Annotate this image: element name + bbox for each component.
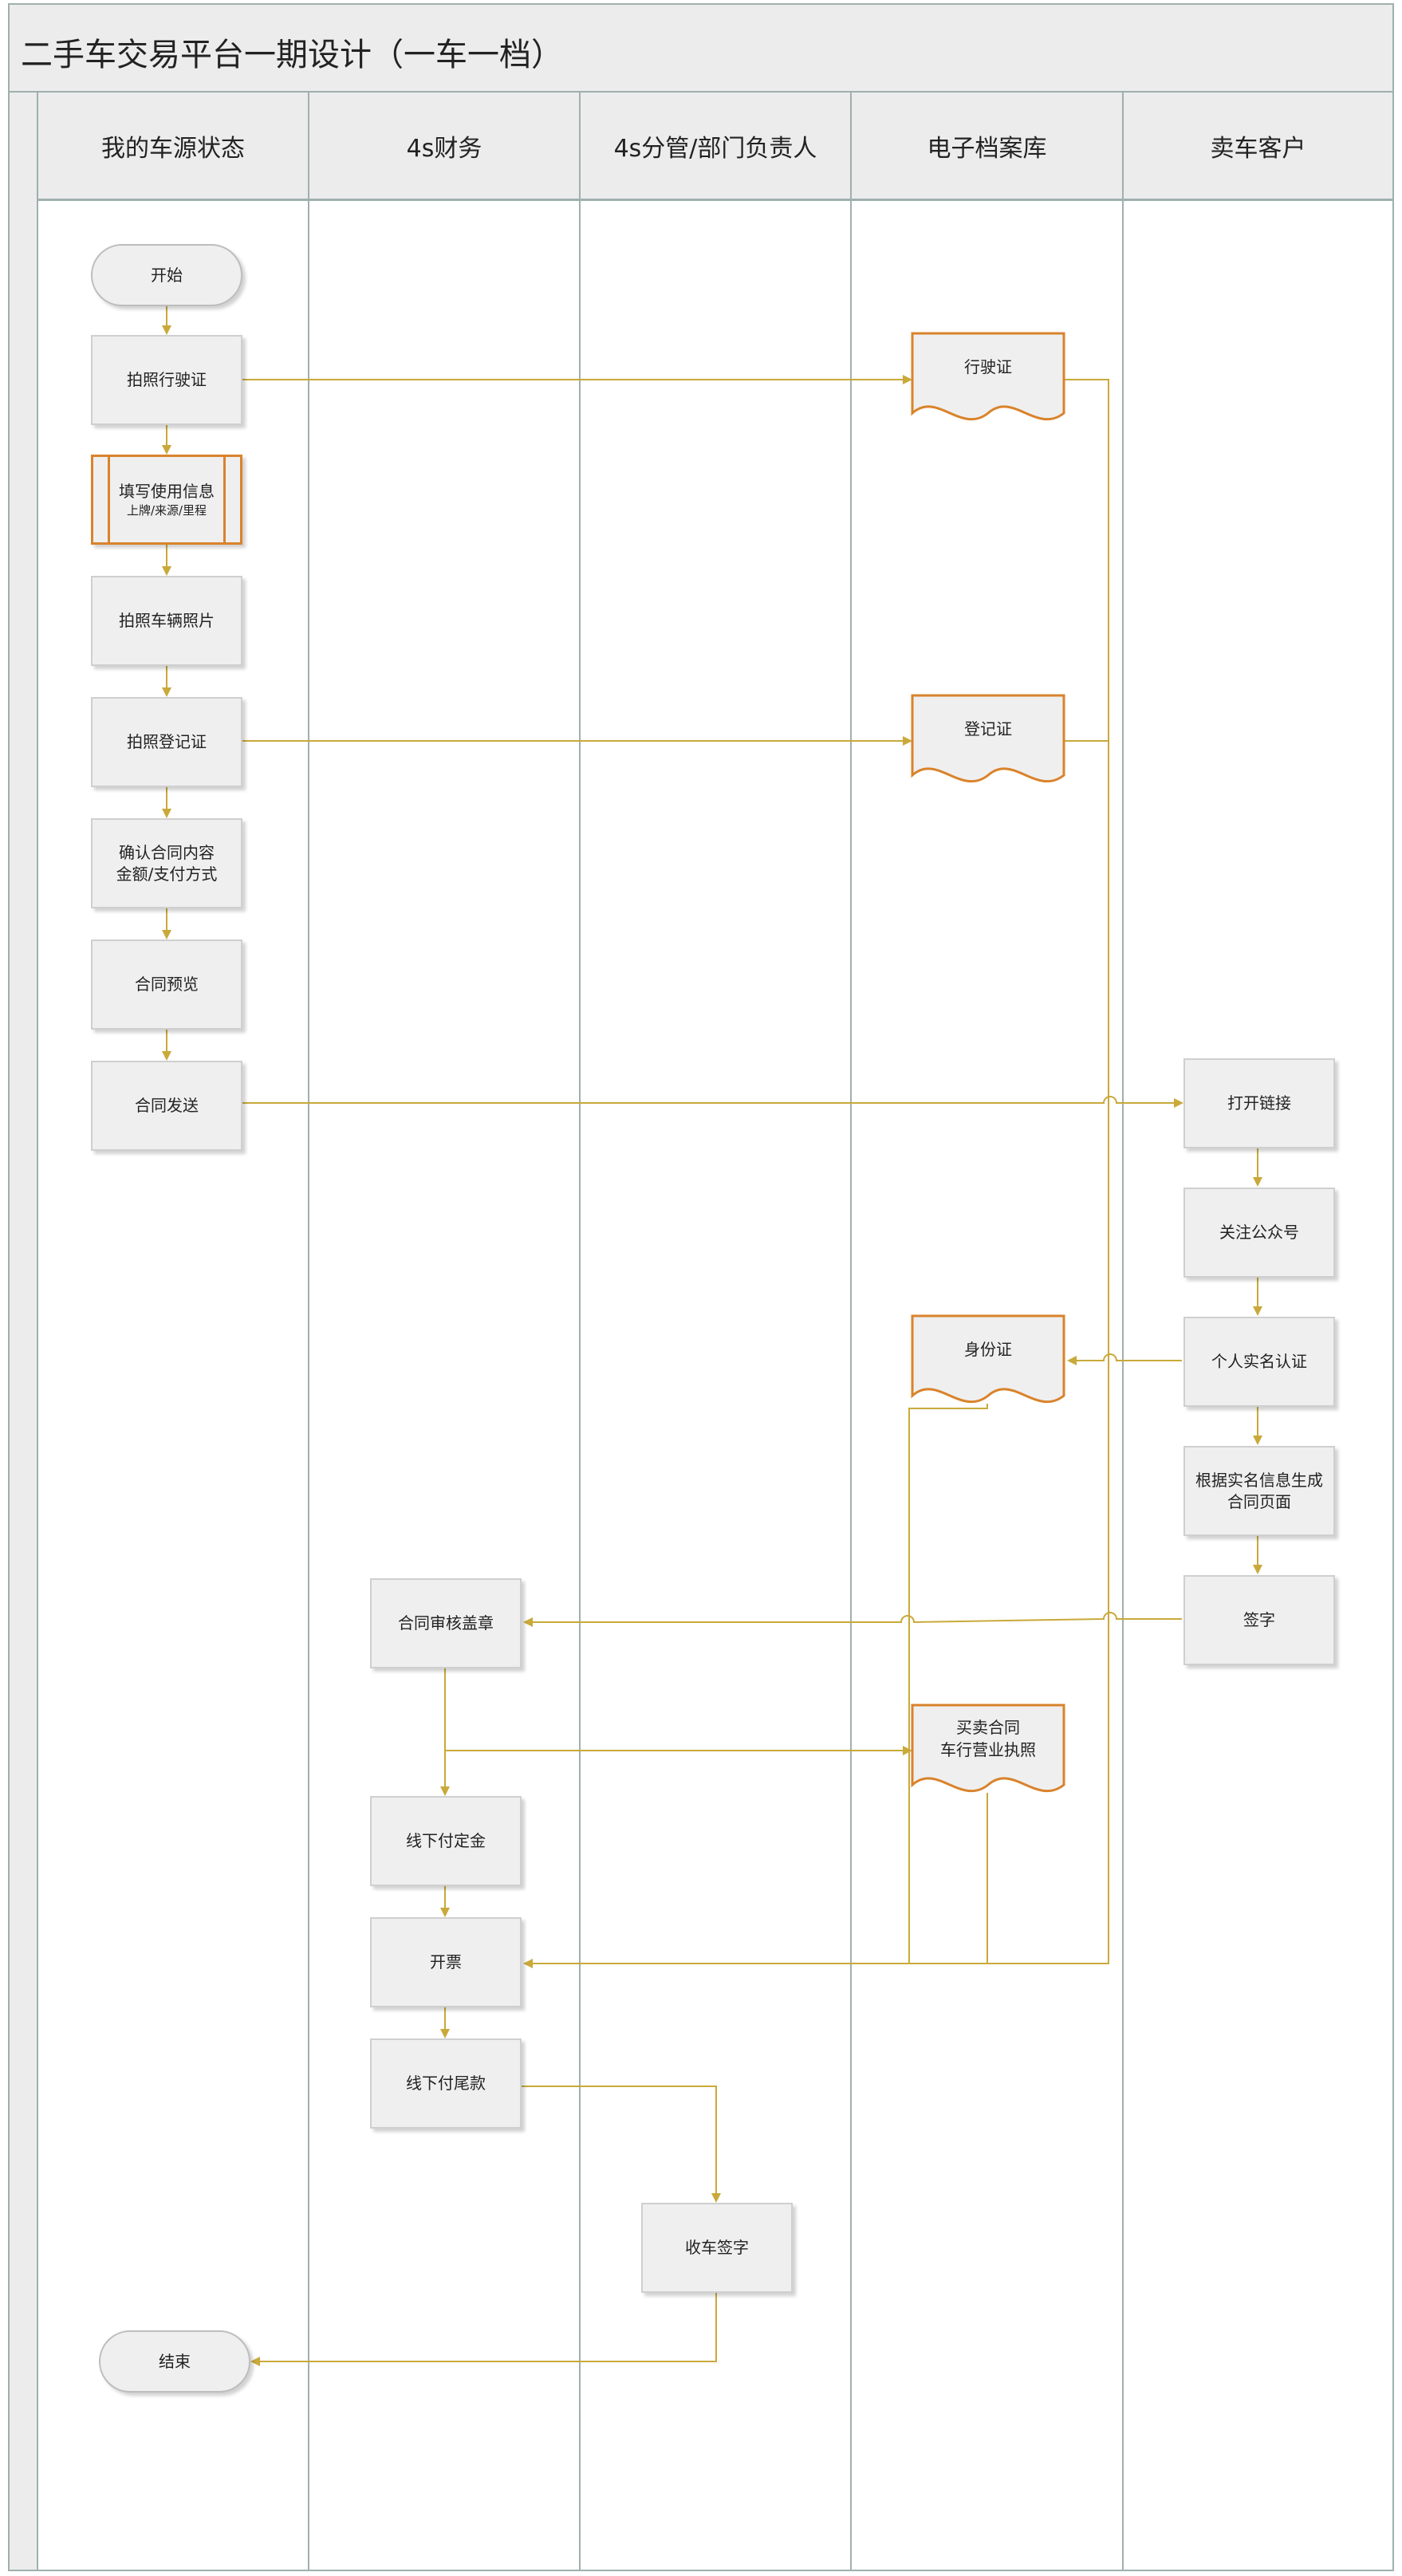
lane-header-vehicle-status: 我的车源状态: [38, 93, 309, 201]
title-bar: 二手车交易平台一期设计（一车一档）: [10, 5, 1392, 93]
lane-e-archive: [852, 201, 1124, 2570]
node-preview-contract-label: 合同预览: [135, 975, 199, 994]
node-confirm-contract: 确认合同内容 金额/支付方式: [91, 818, 242, 908]
node-photo-reg-label: 拍照登记证: [127, 732, 207, 751]
node-gen-contract-page-sub: 合同页面: [1227, 1491, 1291, 1511]
lane-vehicle-status: [38, 201, 309, 2570]
node-end: 结束: [99, 2330, 250, 2393]
doc-contract: 买卖合同 车行营业执照: [912, 1716, 1064, 1772]
edge-sign-to-review: [523, 1612, 1182, 1627]
node-pay-balance-label: 线下付尾款: [406, 2074, 486, 2093]
edge-realname-to-iddoc: [1067, 1353, 1182, 1365]
edge-receive-to-end: [250, 2293, 717, 2366]
node-fill-info: 填写使用信息 上牌/来源/里程: [91, 455, 242, 545]
node-follow-account-label: 关注公众号: [1219, 1223, 1299, 1242]
node-confirm-contract-sub: 金额/支付方式: [116, 864, 218, 884]
node-open-link-label: 打开链接: [1227, 1093, 1291, 1113]
edge-docs-to-invoice: [523, 379, 1109, 1968]
node-photo-car: 拍照车辆照片: [91, 576, 242, 666]
node-invoice-label: 开票: [430, 1952, 462, 1971]
lane-4s-manager: [581, 201, 852, 2570]
node-photo-license-label: 拍照行驶证: [127, 370, 207, 389]
pool-left-strip: [10, 93, 38, 2570]
lane-header-e-archive: 电子档案库: [852, 93, 1124, 201]
node-send-contract-label: 合同发送: [135, 1096, 199, 1115]
doc-id-label: 身份证: [964, 1340, 1012, 1359]
node-real-name: 个人实名认证: [1183, 1317, 1335, 1407]
doc-reg: 登记证: [912, 718, 1064, 766]
doc-contract-label: 买卖合同: [956, 1718, 1020, 1737]
doc-shape-id: [911, 1314, 1065, 1404]
node-photo-license: 拍照行驶证: [91, 335, 242, 425]
doc-shape-license: [911, 332, 1065, 421]
node-send-contract: 合同发送: [91, 1061, 242, 1151]
doc-id: 身份证: [912, 1338, 1064, 1386]
lane-4s-finance: [309, 201, 581, 2570]
doc-contract-sub: 车行营业执照: [940, 1740, 1036, 1759]
node-photo-reg: 拍照登记证: [91, 697, 242, 787]
node-preview-contract: 合同预览: [91, 939, 242, 1030]
lane-header-4s-finance: 4s财务: [309, 93, 581, 201]
doc-license: 行驶证: [912, 356, 1064, 404]
node-photo-car-label: 拍照车辆照片: [119, 611, 215, 630]
edge-iddoc-to-invoice: [908, 1404, 988, 1964]
node-start-label: 开始: [151, 265, 183, 285]
node-fill-info-label: 填写使用信息: [119, 481, 215, 501]
lane-header-seller: 卖车客户: [1124, 93, 1392, 201]
node-review-stamp-label: 合同审核盖章: [398, 1613, 494, 1633]
node-pay-deposit-label: 线下付定金: [406, 1831, 486, 1850]
node-gen-contract-page: 根据实名信息生成 合同页面: [1183, 1446, 1335, 1536]
edge-balance-to-receive: [522, 2086, 721, 2203]
node-fill-info-sub: 上牌/来源/里程: [126, 502, 207, 518]
doc-shape-reg: [911, 694, 1065, 783]
diagram-title: 二手车交易平台一期设计（一车一档）: [21, 37, 563, 73]
node-real-name-label: 个人实名认证: [1211, 1352, 1307, 1371]
node-sign-label: 签字: [1243, 1610, 1275, 1629]
node-invoice: 开票: [370, 1917, 522, 2007]
node-open-link: 打开链接: [1183, 1058, 1335, 1148]
doc-license-label: 行驶证: [964, 357, 1012, 376]
node-receive-sign-label: 收车签字: [685, 2238, 749, 2257]
node-start: 开始: [91, 244, 242, 306]
doc-reg-label: 登记证: [964, 719, 1012, 739]
node-receive-sign: 收车签字: [641, 2203, 793, 2293]
node-follow-account: 关注公众号: [1183, 1188, 1335, 1278]
node-sign: 签字: [1183, 1575, 1335, 1665]
node-confirm-contract-label: 确认合同内容: [119, 842, 215, 862]
node-gen-contract-page-label: 根据实名信息生成: [1195, 1470, 1323, 1490]
doc-shape-contract: [911, 1704, 1065, 1793]
node-review-stamp: 合同审核盖章: [370, 1578, 522, 1668]
diagram-frame: [8, 3, 1394, 2571]
node-pay-balance: 线下付尾款: [370, 2038, 522, 2129]
edge-send-to-openlink: [242, 1096, 1183, 1108]
lane-header-4s-manager: 4s分管/部门负责人: [581, 93, 852, 201]
node-end-label: 结束: [159, 2351, 191, 2371]
node-pay-deposit: 线下付定金: [370, 1796, 522, 1886]
